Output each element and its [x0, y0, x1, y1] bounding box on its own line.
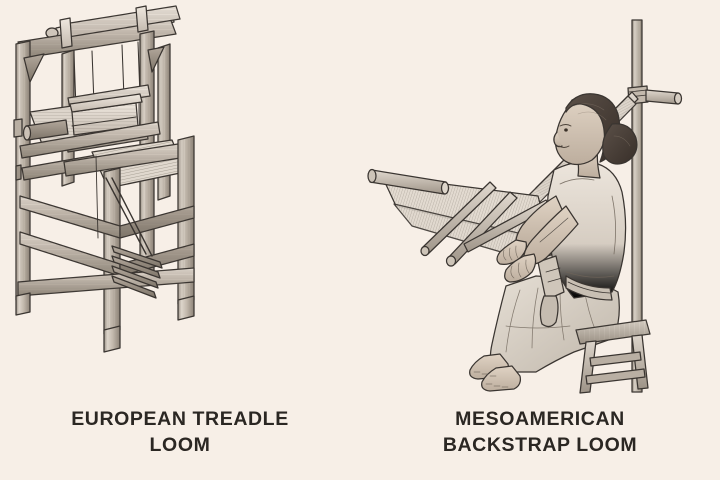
backstrap-stool-stretcher-lower	[585, 368, 646, 385]
loom-corner-brace-right	[147, 46, 165, 73]
backstrap-stool-stretcher-upper	[589, 351, 642, 367]
caption-line-1: MESOAMERICAN	[455, 408, 625, 430]
loom-lamm-cords	[95, 155, 153, 257]
backstrap-far-end-beam	[367, 168, 450, 195]
loom-treadles	[111, 245, 163, 299]
loom-foot-right	[177, 295, 195, 321]
caption-mesoamerican-backstrap-loom: MESOAMERICAN BACKSTRAP LOOM	[360, 406, 720, 458]
caption-line-1: EUROPEAN TREADLE	[71, 408, 289, 430]
mesoamerican-backstrap-loom-illustration	[367, 19, 683, 394]
caption-line-2: LOOM	[149, 434, 211, 456]
weaver-hair	[565, 93, 638, 165]
weaver-hand-near	[504, 253, 537, 283]
panel-mesoamerican-backstrap-loom: MESOAMERICAN BACKSTRAP LOOM	[360, 0, 720, 480]
backstrap-shed-rod	[420, 181, 497, 257]
backstrap-upright-post	[631, 19, 643, 393]
loom-foreground-center-post	[103, 167, 121, 335]
european-treadle-loom-illustration	[13, 5, 195, 353]
loom-cloth-beam-roller	[22, 119, 69, 141]
weaver-backstrap-belt	[565, 275, 613, 301]
weaver-head	[553, 97, 607, 166]
loom-castle-upright-left	[59, 17, 73, 49]
loom-beater-reed	[71, 102, 139, 136]
backstrap-stool-leg-left	[579, 340, 597, 394]
weaver-feet	[469, 353, 521, 392]
backstrap-warp-beam-stub	[645, 89, 683, 105]
backstrap-stool-seat	[575, 319, 651, 345]
loom-castle-upright-right	[135, 5, 149, 33]
caption-european-treadle-loom: EUROPEAN TREADLE LOOM	[0, 406, 360, 458]
weaver-hair-bun	[602, 123, 638, 165]
loom-foot-left	[15, 292, 31, 316]
weaver-backstrap-strap	[537, 255, 565, 328]
panel-european-treadle-loom: EUROPEAN TREADLE LOOM	[0, 5, 360, 458]
loom-beater-top-rail	[69, 93, 143, 113]
caption-line-2: BACKSTRAP LOOM	[442, 434, 638, 456]
loom-foot-center	[103, 325, 121, 353]
loom-corner-brace-left	[23, 53, 45, 83]
loom-breast-rail-upper	[19, 121, 161, 159]
